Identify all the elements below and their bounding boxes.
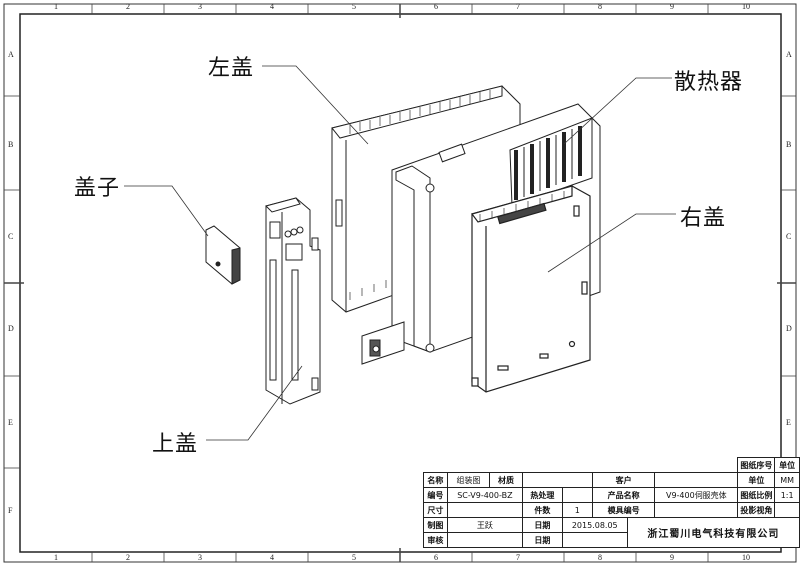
zone-col-top-9: 9 (670, 2, 674, 11)
zone-col-top-1: 1 (54, 2, 58, 11)
customer-value (654, 472, 739, 488)
qty-value: 1 (561, 502, 593, 518)
zone-col-top-7: 7 (516, 2, 520, 11)
date-value: 2015.08.05 (561, 517, 628, 533)
zone-row-right-d: D (786, 324, 792, 333)
company-name: 浙江蜀川电气科技有限公司 (626, 517, 800, 548)
callout-cap: 盖子 (74, 176, 121, 201)
unit-value: MM (774, 472, 800, 488)
zone-col-top-10: 10 (742, 2, 750, 11)
date-label: 日期 (521, 517, 563, 533)
projection-label: 投影视角 (737, 502, 776, 518)
zone-row-right-b: B (786, 140, 792, 149)
zone-row-right-e: E (786, 418, 791, 427)
drawn-value: 王跃 (446, 517, 523, 533)
zone-col-top-6: 6 (434, 2, 438, 11)
zone-col-bottom-1: 1 (54, 553, 58, 562)
zone-col-top-2: 2 (126, 2, 130, 11)
zone-row-left-c: C (8, 232, 14, 241)
zone-row-left-b: B (8, 140, 14, 149)
zone-col-bottom-2: 2 (126, 553, 130, 562)
mold-value (654, 502, 739, 518)
heat-treatment-value (561, 487, 593, 503)
zone-col-bottom-5: 5 (352, 553, 356, 562)
top-cover-part (265, 197, 321, 405)
check-value (446, 532, 523, 548)
check-date-value (561, 532, 628, 548)
zone-col-bottom-10: 10 (742, 553, 750, 562)
title-block: 图纸序号 单位 名称 组装图 材质 客户 单位 MM 编号 SC-V9-400-… (423, 457, 800, 548)
callout-heatsink: 散热器 (674, 70, 744, 95)
zone-col-bottom-6: 6 (434, 553, 438, 562)
heat-treatment-label: 热处理 (521, 487, 563, 503)
callout-right-cover: 右盖 (680, 206, 727, 231)
zone-col-bottom-9: 9 (670, 553, 674, 562)
projection-cell (774, 502, 800, 518)
zone-col-bottom-8: 8 (598, 553, 602, 562)
zone-col-top-4: 4 (270, 2, 274, 11)
zone-row-left-f: F (8, 506, 13, 515)
scale-label: 图纸比例 (737, 487, 776, 503)
mold-label: 模具编号 (591, 502, 656, 518)
zone-col-bottom-3: 3 (198, 553, 202, 562)
zone-col-top-3: 3 (198, 2, 202, 11)
name-value: 组装图 (446, 472, 491, 488)
check-date-label: 日期 (521, 532, 563, 548)
material-value (521, 472, 593, 488)
size-label: 尺寸 (423, 502, 448, 518)
zone-row-right-a: A (786, 50, 792, 59)
zone-col-top-5: 5 (352, 2, 356, 11)
zone-col-top-8: 8 (598, 2, 602, 11)
drawn-label: 制图 (423, 517, 448, 533)
unit-row-label: 单位 (737, 472, 776, 488)
cap-part (205, 225, 241, 285)
right-cover-part (470, 185, 591, 393)
material-label: 材质 (489, 472, 523, 488)
size-value (446, 502, 523, 518)
zone-col-bottom-4: 4 (270, 553, 274, 562)
callout-top-cover: 上盖 (152, 432, 199, 457)
zone-row-left-a: A (8, 50, 14, 59)
product-label: 产品名称 (591, 487, 656, 503)
unit-label: 单位 (774, 457, 800, 473)
qty-label: 件数 (521, 502, 563, 518)
zone-row-left-d: D (8, 324, 14, 333)
number-label: 编号 (423, 487, 448, 503)
zone-row-right-c: C (786, 232, 792, 241)
zone-row-left-e: E (8, 418, 13, 427)
name-label: 名称 (423, 472, 448, 488)
zone-col-bottom-7: 7 (516, 553, 520, 562)
number-value: SC-V9-400-BZ (446, 487, 523, 503)
sheet-no-label: 图纸序号 (737, 457, 776, 473)
check-label: 审核 (423, 532, 448, 548)
customer-label: 客户 (591, 472, 656, 488)
product-value: V9-400伺服壳体 (654, 487, 739, 503)
callout-left-cover: 左盖 (208, 56, 255, 81)
scale-value: 1:1 (774, 487, 800, 503)
